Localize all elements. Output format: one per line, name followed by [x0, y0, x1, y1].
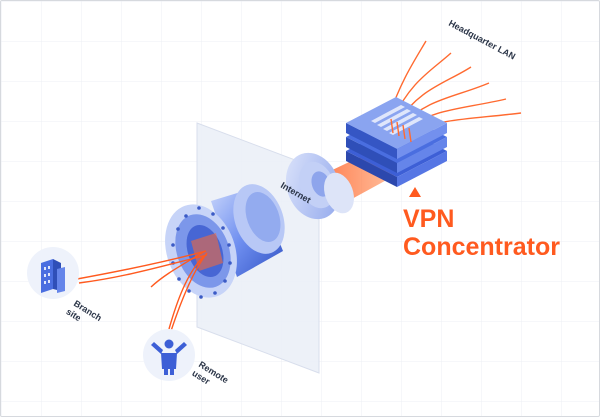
tunnel-lines-spoke	[76, 250, 208, 332]
vpn-concentrator-title: VPN Concentrator	[403, 205, 560, 261]
tunnel-connector-icon	[285, 152, 354, 220]
remote-user-node	[143, 329, 195, 381]
server-icon	[346, 97, 447, 187]
vpn-title-line1: VPN	[403, 205, 455, 233]
branch-site-node	[27, 247, 79, 299]
pointer-triangle-icon	[409, 187, 421, 197]
building-icon	[41, 259, 65, 293]
person-arms-up-icon	[151, 339, 187, 375]
vpn-title-line2: Concentrator	[403, 233, 560, 261]
